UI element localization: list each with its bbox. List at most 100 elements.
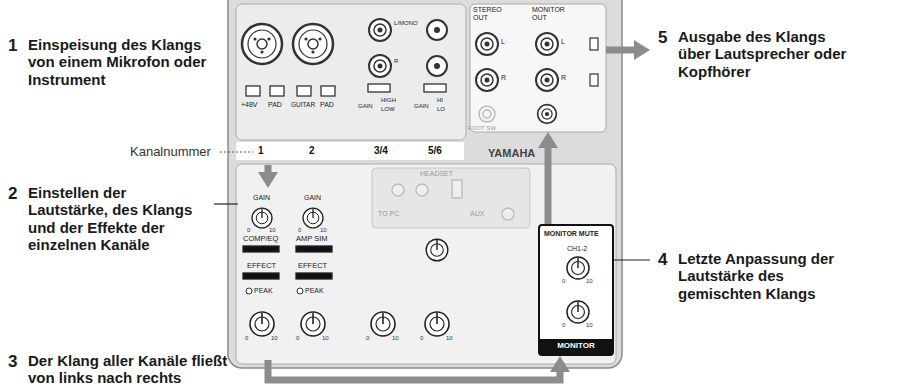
scale-mark: 0: [562, 278, 565, 285]
drawing-circle: [297, 288, 303, 294]
drawing-rect: [470, 4, 606, 132]
scale-mark: 10: [269, 227, 276, 234]
drawing-use: [369, 19, 391, 41]
flow-arrow: [268, 360, 560, 380]
scale-mark: 10: [586, 322, 593, 329]
flow-arrow: [265, 165, 272, 172]
callout-number: 3: [8, 352, 28, 372]
panel-label: L: [501, 38, 505, 46]
panel-label: MONITOR OUT: [532, 6, 572, 21]
drawing-rect: [590, 74, 598, 86]
drawing-g: [246, 288, 303, 294]
panel-label: MONITOR: [540, 339, 612, 354]
drawing-rect: [243, 246, 279, 252]
scale-mark: 10: [271, 335, 278, 342]
callout-text: Einstellen der Lautstärke, des Klangs un…: [28, 184, 208, 253]
panel-label: GUITAR: [291, 101, 315, 108]
drawing-rect: [236, 142, 464, 160]
panel-label: R: [501, 74, 506, 82]
panel-label: GAIN: [358, 103, 373, 110]
drawing-rect: [296, 273, 332, 279]
drawing-use: [371, 312, 395, 336]
drawing-circle: [246, 288, 252, 294]
panel-label: CH1-2: [567, 245, 587, 253]
scale-mark: 10: [586, 278, 593, 285]
scale-mark: 10: [322, 335, 329, 342]
scale-mark: 10: [320, 227, 327, 234]
scale-mark: 0: [245, 335, 248, 342]
panel-section: MONITOR MUTECH1-2MONITOR: [538, 224, 614, 356]
scale-mark: 10: [446, 335, 453, 342]
panel-label: HIGH: [381, 97, 396, 104]
panel-label: AUX: [470, 210, 484, 218]
panel-label: L: [561, 38, 565, 46]
panel-section: GAINGAINCOMP/EQAMP SIMEFFECTEFFECTPEAKPE…: [238, 188, 460, 360]
drawing-use: [425, 312, 449, 336]
callout-box: 2Einstellen der Lautstärke, des Klangs u…: [8, 184, 214, 253]
drawing-use: [536, 69, 558, 91]
scale-mark: 0: [562, 322, 565, 329]
panel-label: LOW: [381, 106, 395, 113]
drawing-use: [567, 257, 589, 279]
flow-arrow: [545, 148, 552, 224]
panel-label: L/MONO: [394, 20, 418, 27]
callout-text: Der Klang aller Kanäle fließt von links …: [28, 352, 253, 387]
leader-line: [614, 259, 650, 260]
drawing-use: [567, 301, 589, 323]
drawing-g: [243, 246, 332, 279]
drawing-rect: [296, 246, 332, 252]
drawing-use: [476, 33, 498, 55]
drawing-use: [301, 312, 325, 336]
drawing-circle: [427, 56, 447, 76]
callout-box: 3Der Klang aller Kanäle fließt von links…: [8, 352, 259, 387]
panel-section: +48VPADGUITARPADL/MONORGAINHIGHLOWGAINHI…: [238, 12, 460, 165]
panel-label: TO PC: [378, 210, 399, 218]
drawing-use: [242, 24, 282, 64]
drawing-g: [246, 84, 446, 96]
callout-number: 5: [658, 28, 678, 48]
callout-text: Ausgabe des Klangs über Lautsprecher ode…: [678, 28, 858, 80]
drawing-g: [392, 180, 514, 220]
drawing-circle: [434, 63, 440, 69]
panel-label: EFFECT: [298, 262, 327, 270]
panel-label: FOOT SW: [468, 125, 496, 132]
drawing-use: [303, 208, 323, 228]
panel-label: +48V: [241, 101, 258, 109]
panel-label: PAD: [320, 101, 334, 109]
channel-label: 2: [309, 145, 315, 156]
callout-box: 5Ausgabe des Klangs über Lautsprecher od…: [650, 28, 858, 80]
panel-label: EFFECT: [247, 262, 276, 270]
drawing-use: [476, 69, 498, 91]
scale-mark: 0: [298, 227, 301, 234]
panel-label: R: [561, 74, 566, 82]
drawing-rect: [368, 84, 390, 92]
scale-mark: 0: [420, 335, 423, 342]
drawing-circle: [434, 27, 440, 33]
panel-label: GAIN: [414, 103, 429, 110]
drawing-circle: [416, 184, 428, 196]
drawing-rect: [236, 4, 466, 140]
callout-number: 2: [8, 184, 28, 204]
drawing-g: [479, 106, 495, 122]
drawing-use: [369, 55, 391, 77]
panel-label: GAIN: [253, 194, 270, 202]
drawing-g: [427, 20, 447, 76]
drawing-use: [426, 239, 448, 261]
panel-label: COMP/EQ: [243, 235, 278, 243]
drawing-line: [220, 152, 253, 153]
drawing-use: [252, 208, 272, 228]
drawing-use: [536, 33, 558, 55]
panel-label: GAIN: [304, 194, 321, 202]
callout-box: 4Letzte Anpassung der Lautstärke des gem…: [650, 250, 858, 302]
drawing-rect: [270, 86, 284, 96]
callout-text: Einspeisung des Klangs von einem Mikrofo…: [28, 36, 228, 88]
drawing-circle: [427, 20, 447, 40]
scale-mark: 10: [392, 335, 399, 342]
channel-label: 5/6: [428, 145, 442, 156]
drawing-rect: [321, 86, 335, 96]
panel-label: YAMAHA: [488, 147, 535, 159]
flow-arrow: [606, 47, 634, 54]
channel-label: Kanalnummer: [130, 145, 211, 159]
